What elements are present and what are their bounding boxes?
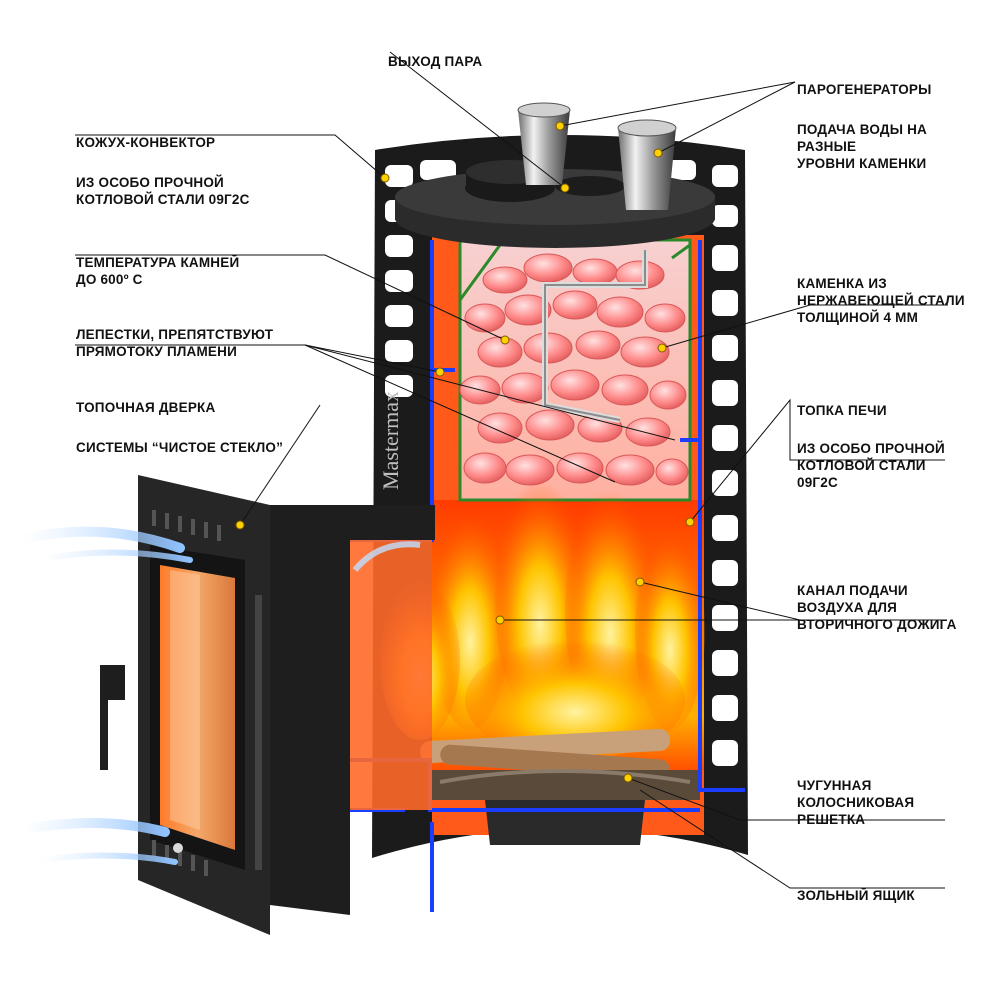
callout-heater-steel-title: КАМЕНКА ИЗ НЕРЖАВЕЮЩЕЙ СТАЛИ ТОЛЩИНОЙ 4 … — [797, 276, 965, 325]
brand-text: Mastermax — [378, 391, 403, 490]
callout-casing-sub: ИЗ ОСОБО ПРОЧНОЙ КОТЛОВОЙ СТАЛИ 09Г2С — [76, 175, 250, 207]
stone-compartment — [458, 238, 692, 502]
callout-markers — [235, 121, 695, 783]
callout-firebox-title: ТОПКА ПЕЧИ — [797, 403, 887, 418]
callout-air-channel-title: КАНАЛ ПОДАЧИ ВОЗДУХА ДЛЯ ВТОРИЧНОГО ДОЖИ… — [797, 583, 957, 632]
ash-layer — [430, 770, 700, 800]
callout-steam-generators-title: ПАРОГЕНЕРАТОРЫ — [797, 82, 932, 97]
callout-ash-drawer-title: ЗОЛЬНЫЙ ЯЩИК — [797, 888, 915, 903]
callout-firebox-door: ТОПОЧНАЯ ДВЕРКА СИСТЕМЫ “ЧИСТОЕ СТЕКЛО” — [76, 382, 283, 473]
fire-tunnel — [270, 505, 435, 915]
callout-grate-title: ЧУГУННАЯ КОЛОСНИКОВАЯ РЕШЕТКА — [797, 778, 915, 827]
callout-firebox-door-title: ТОПОЧНАЯ ДВЕРКА — [76, 400, 216, 415]
callout-air-channel: КАНАЛ ПОДАЧИ ВОЗДУХА ДЛЯ ВТОРИЧНОГО ДОЖИ… — [797, 565, 957, 650]
callout-firebox-sub: ИЗ ОСОБО ПРОЧНОЙ КОТЛОВОЙ СТАЛИ 09Г2С — [797, 441, 945, 490]
callout-steam-outlet-title: ВЫХОД ПАРА — [388, 54, 483, 69]
callout-firebox-door-sub: СИСТЕМЫ “ЧИСТОЕ СТЕКЛО” — [76, 440, 284, 455]
callout-casing: КОЖУХ-КОНВЕКТОР ИЗ ОСОБО ПРОЧНОЙ КОТЛОВО… — [76, 117, 250, 225]
callout-petals-title: ЛЕПЕСТКИ, ПРЕПЯТСТВУЮТ ПРЯМОТОКУ ПЛАМЕНИ — [76, 327, 274, 359]
air-flow — [15, 526, 193, 865]
callout-ash-drawer: ЗОЛЬНЫЙ ЯЩИК — [797, 870, 915, 921]
callout-steam-generators: ПАРОГЕНЕРАТОРЫ ПОДАЧА ВОДЫ НА РАЗНЫЕ УРО… — [797, 64, 932, 189]
callout-casing-title: КОЖУХ-КОНВЕКТОР — [76, 135, 216, 150]
callout-steam-outlet: ВЫХОД ПАРА — [388, 36, 482, 87]
callout-grate: ЧУГУННАЯ КОЛОСНИКОВАЯ РЕШЕТКА — [797, 760, 914, 845]
steam-generator-cups — [517, 102, 677, 210]
callout-stone-temperature: ТЕМПЕРАТУРА КАМНЕЙ ДО 600º С — [76, 237, 239, 305]
callout-firebox: ТОПКА ПЕЧИ ИЗ ОСОБО ПРОЧНОЙ КОТЛОВОЙ СТА… — [797, 385, 945, 508]
leader-lines — [75, 51, 948, 889]
callout-steam-generators-sub: ПОДАЧА ВОДЫ НА РАЗНЫЕ УРОВНИ КАМЕНКИ — [797, 122, 927, 171]
ash-drawer — [485, 800, 645, 845]
firebox-door — [100, 475, 270, 935]
callout-petals: ЛЕПЕСТКИ, ПРЕПЯТСТВУЮТ ПРЯМОТОКУ ПЛАМЕНИ — [76, 309, 273, 377]
callout-stone-temperature-title: ТЕМПЕРАТУРА КАМНЕЙ ДО 600º С — [76, 255, 240, 287]
callout-heater-steel: КАМЕНКА ИЗ НЕРЖАВЕЮЩЕЙ СТАЛИ ТОЛЩИНОЙ 4 … — [797, 258, 965, 343]
